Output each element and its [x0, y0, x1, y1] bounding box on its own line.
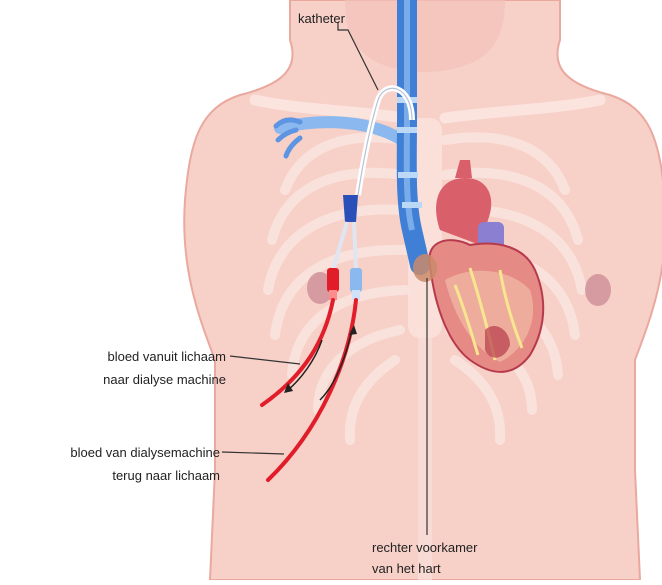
connector-red: [327, 268, 339, 292]
lumen-venous: [354, 222, 356, 270]
label-atrium-2: van het hart: [372, 561, 441, 576]
connector-blue: [350, 268, 362, 292]
label-atrium-1: rechter voorkamer: [372, 540, 478, 555]
label-blood-in-1: bloed van dialysemachine: [70, 445, 220, 460]
label-blood-out-1: bloed vanuit lichaam: [107, 349, 226, 364]
right-nipple: [585, 274, 611, 306]
label-catheter: katheter: [298, 11, 346, 26]
catheter-hub: [343, 195, 358, 222]
label-blood-out-2: naar dialyse machine: [103, 372, 226, 387]
right-atrium: [413, 254, 437, 282]
label-blood-in-2: terug naar lichaam: [112, 468, 220, 483]
